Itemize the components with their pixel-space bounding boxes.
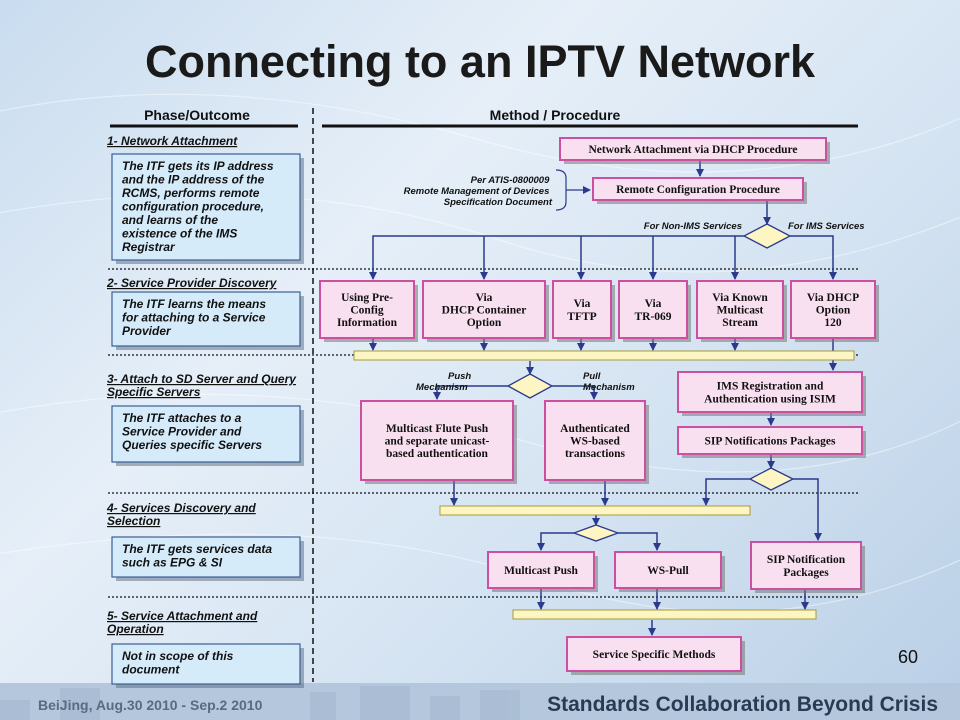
merge-bars [353, 350, 855, 620]
decision-ims-diamond [742, 223, 792, 249]
atis-annotation: Per ATIS-0800009 Remote Management of De… [404, 175, 553, 208]
phase-title: 1- Network Attachment [107, 134, 238, 148]
phase-title: 2- Service Provider Discovery [106, 276, 278, 290]
decision-delivery-diamond [572, 524, 620, 542]
merge-bar-operation [512, 609, 817, 620]
box-wspull: WS-Pull [614, 551, 725, 592]
push-mechanism-label: Push Mechanism [416, 371, 474, 393]
remote-label: Remote Configuration Procedure [616, 184, 780, 196]
box-sippkg: SIP Notifications Packages [677, 426, 866, 458]
merge-bar-discovery [353, 350, 855, 361]
decision-push-pull-diamond [506, 373, 554, 399]
phase-description-box [111, 405, 301, 463]
dhcp-label: Network Attachment via DHCP Procedure [588, 144, 797, 156]
footer-slogan: Standards Collaboration Beyond Crisis [547, 693, 938, 716]
connectors [369, 161, 837, 636]
box-specific: Service Specific Methods [566, 636, 745, 675]
merge-bar-services [439, 505, 751, 516]
phase-description-box [111, 643, 301, 685]
method-procedure-header: Method / Procedure [490, 107, 621, 123]
sippkg-label: SIP Notifications Packages [705, 436, 836, 448]
phase-outcome-header: Phase/Outcome [144, 107, 250, 123]
process-boxes: Network Attachment via DHCP ProcedureRem… [319, 137, 879, 675]
footer-event-dates: BeiJing, Aug.30 2010 - Sep.2 2010 [38, 697, 263, 713]
non-ims-label: For Non-IMS Services [644, 221, 742, 232]
specific-label: Service Specific Methods [593, 649, 716, 661]
box-dhcp: Network Attachment via DHCP Procedure [559, 137, 830, 164]
phase-description-box [111, 291, 301, 347]
slide-title: Connecting to an IPTV Network [144, 36, 816, 87]
phase-description-box [111, 153, 301, 261]
phase-description-box [111, 536, 301, 578]
box-mpush: Multicast Push [487, 551, 598, 592]
atis-bracket [555, 169, 567, 211]
wspull-label: WS-Pull [647, 565, 689, 577]
pull-mechanism-label: Pull Mechanism [583, 371, 635, 393]
page-number: 60 [898, 647, 918, 667]
decision-sip-diamond [748, 467, 795, 491]
mpush-label: Multicast Push [504, 565, 578, 577]
decision-diamonds [506, 223, 795, 542]
ims-label: For IMS Services [788, 221, 865, 232]
box-remote: Remote Configuration Procedure [592, 177, 807, 204]
